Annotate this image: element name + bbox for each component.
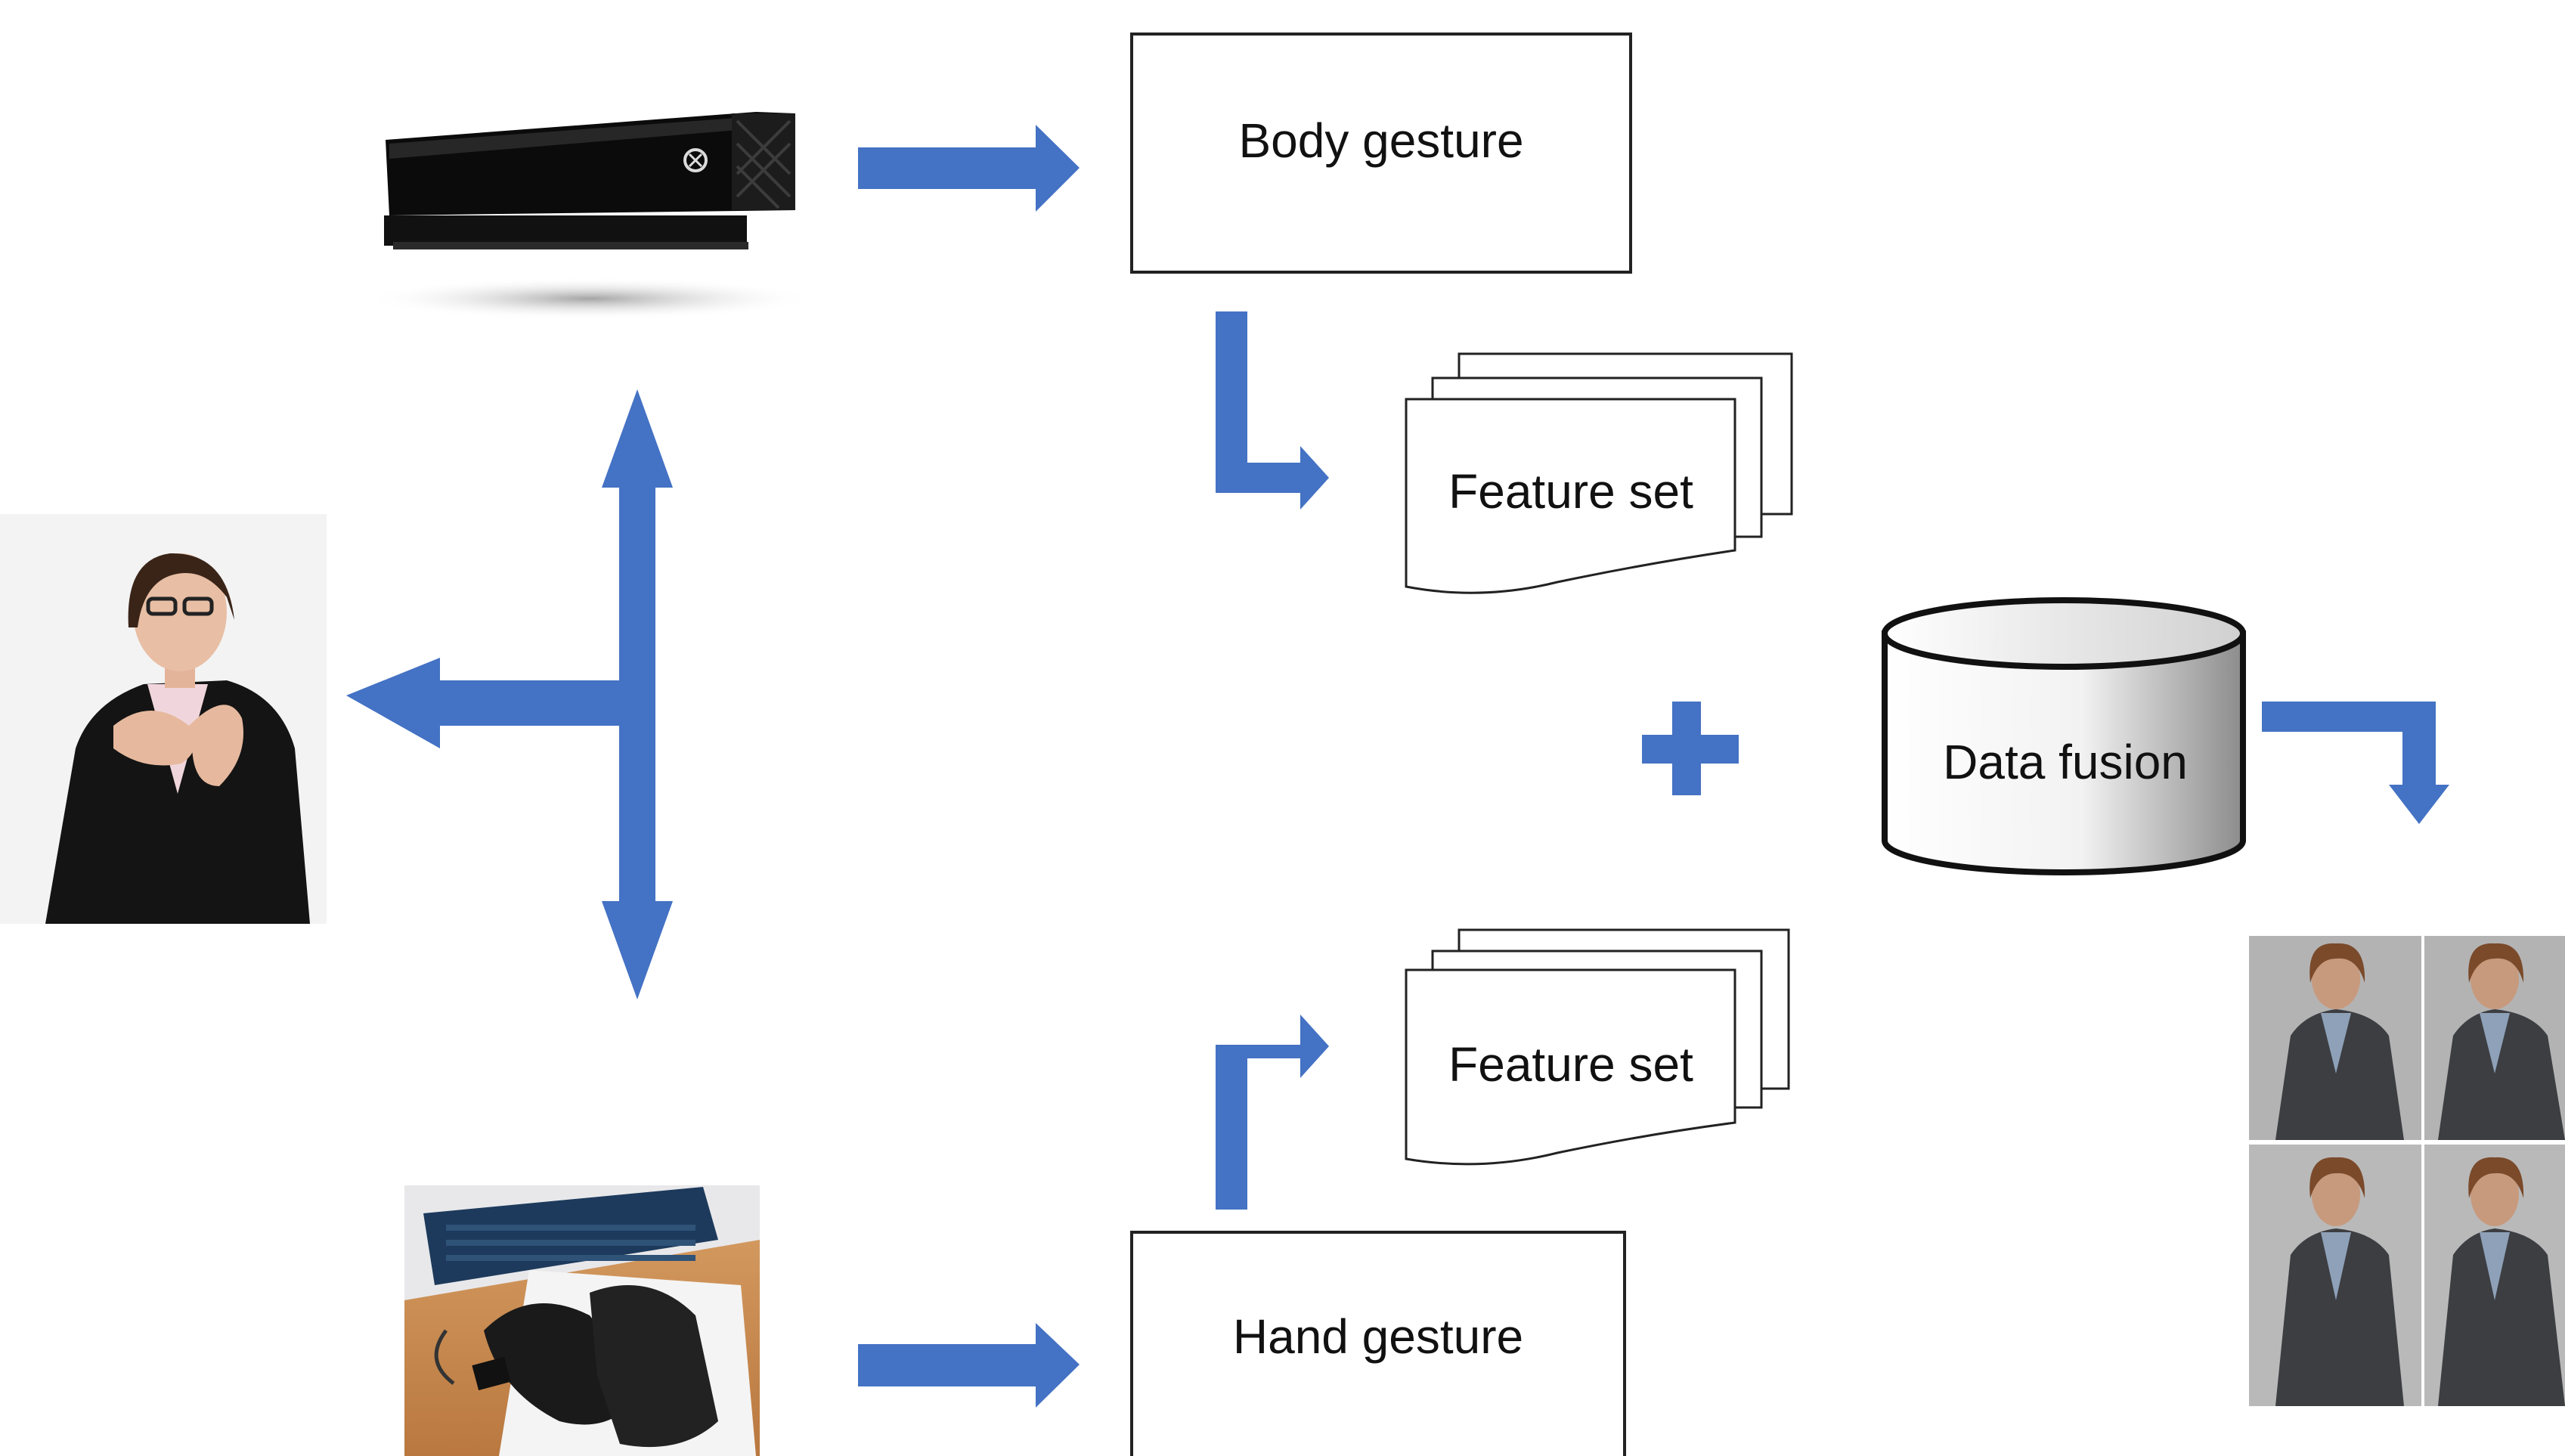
avatar [2438, 1157, 2565, 1406]
avatar-grid [2249, 936, 2565, 1406]
feature-set-top-label: Feature set [1448, 464, 1693, 519]
feature-set-top-node: Feature set [1405, 352, 1793, 594]
arrow-gloves-to-hand [858, 1323, 1080, 1408]
avatar [2275, 943, 2404, 1140]
kinect-sensor-image [363, 112, 816, 320]
arrow-fusion-to-avatars [2262, 702, 2449, 824]
hand-gesture-node: Hand gesture [1130, 1231, 1626, 1456]
data-fusion-cylinder: Data fusion [1882, 597, 2246, 875]
arrow-body-to-feature-set [1216, 311, 1329, 510]
avatar [2275, 1157, 2404, 1406]
arrow-hand-to-feature-set [1216, 1015, 1329, 1210]
body-gesture-node: Body gesture [1130, 33, 1632, 274]
body-gesture-label: Body gesture [1238, 113, 1523, 168]
arrow-kinect-to-body [858, 125, 1080, 212]
data-fusion-label: Data fusion [1943, 735, 2188, 789]
arrow-signer-up-down-left [346, 389, 673, 999]
feature-set-bottom-node: Feature set [1405, 928, 1790, 1166]
feature-set-bottom-label: Feature set [1448, 1037, 1693, 1092]
signer-photo [0, 514, 327, 924]
hand-gesture-label: Hand gesture [1233, 1309, 1523, 1364]
plus-icon [1642, 702, 1739, 795]
avatar [2438, 943, 2565, 1140]
sensor-gloves-photo [404, 1185, 760, 1456]
